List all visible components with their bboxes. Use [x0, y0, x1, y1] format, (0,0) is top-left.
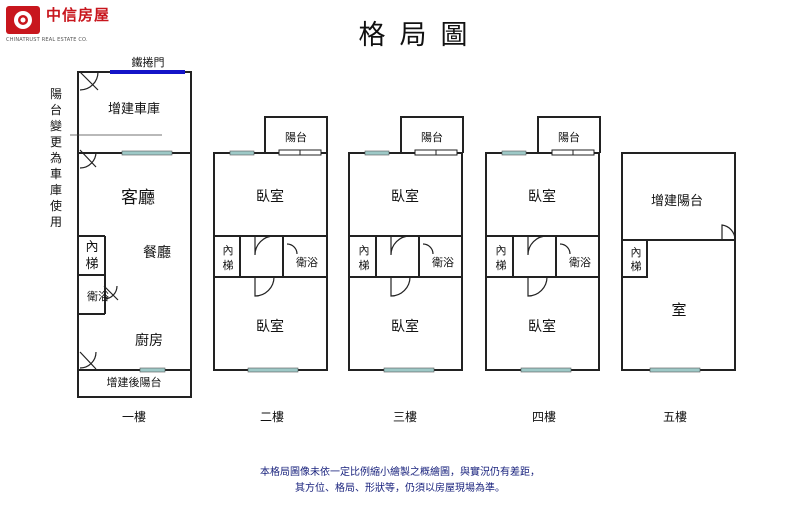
door-swings — [79, 71, 736, 370]
logo-subtitle: CHINATRUST REAL ESTATE CO. — [6, 37, 88, 43]
bath-label: 衛浴 — [569, 256, 591, 269]
floor-3-label: 三樓 — [393, 409, 417, 424]
stair-label-2: 梯 — [359, 259, 370, 272]
bath-label: 衛浴 — [87, 290, 109, 303]
balcony-label: 陽台 — [558, 130, 580, 144]
stair-label-1: 內 — [85, 240, 98, 255]
side-note-char: 為 — [50, 151, 62, 165]
bath-label: 衛浴 — [432, 256, 454, 269]
window — [229, 150, 255, 156]
window — [649, 367, 701, 373]
windows — [121, 150, 701, 373]
stair-label-1: 內 — [223, 244, 234, 257]
bedroom-front-label: 臥室 — [528, 188, 556, 205]
bath-label: 衛浴 — [296, 256, 318, 269]
stair-label-1: 內 — [496, 244, 507, 257]
floor-2-label: 二樓 — [260, 409, 284, 424]
garage-label: 增建車庫 — [108, 102, 160, 117]
balcony-label: 陽台 — [285, 130, 307, 144]
bedroom-rear-label: 臥室 — [528, 318, 556, 335]
iron-gate-label: 鐵捲門 — [132, 55, 165, 69]
bedroom-front-label: 臥室 — [391, 188, 419, 205]
side-note-char: 陽 — [50, 87, 62, 101]
stair-label-1: 內 — [359, 244, 370, 257]
window — [383, 367, 435, 373]
kitchen-label: 廚房 — [135, 332, 163, 349]
sliding-doors — [278, 149, 595, 156]
stair-label-2: 梯 — [223, 259, 234, 272]
side-note-char: 使 — [50, 198, 62, 213]
balcony-label: 陽台 — [421, 130, 443, 144]
side-note-char: 庫 — [50, 183, 62, 197]
disclaimer-line-2: 其方位、格局、形狀等，仍須以房屋現場為準。 — [295, 483, 505, 494]
stair-label-2: 梯 — [631, 260, 642, 273]
side-note-char: 變 — [50, 118, 62, 133]
stair-label-2: 梯 — [496, 259, 507, 272]
living-room-label: 客廳 — [121, 188, 155, 208]
side-note-char: 更 — [50, 135, 62, 149]
rear-balcony-label: 增建後陽台 — [107, 375, 162, 389]
disclaimer-line-1: 本格局圖像未依一定比例縮小繪製之概繪圖，與實況仍有差距， — [260, 467, 540, 478]
added-balcony-label: 增建陽台 — [651, 194, 703, 209]
room-label: 室 — [671, 301, 686, 319]
window — [520, 367, 572, 373]
logo-mark-icon — [6, 6, 40, 34]
side-note-char: 車 — [50, 167, 62, 181]
company-logo: 中信房屋 CHINATRUST REAL ESTATE CO. — [6, 6, 116, 46]
bedroom-rear-label: 臥室 — [391, 318, 419, 335]
bedroom-front-label: 臥室 — [256, 188, 284, 205]
window — [139, 367, 166, 373]
side-note-char: 台 — [50, 102, 62, 117]
window — [501, 150, 527, 156]
logo-name: 中信房屋 — [46, 6, 111, 24]
window — [121, 150, 173, 156]
window — [247, 367, 299, 373]
window — [364, 150, 390, 156]
floor-5-label: 五樓 — [663, 409, 687, 424]
page-title: 格局圖 — [358, 20, 482, 51]
side-note-char: 用 — [50, 215, 62, 229]
stair-label-1: 內 — [631, 246, 642, 259]
floor-4-label: 四樓 — [532, 409, 556, 424]
bedroom-rear-label: 臥室 — [256, 318, 284, 335]
floor-1-label: 一樓 — [122, 409, 146, 424]
stair-label-2: 梯 — [85, 257, 98, 272]
dining-room-label: 餐廳 — [143, 244, 171, 261]
